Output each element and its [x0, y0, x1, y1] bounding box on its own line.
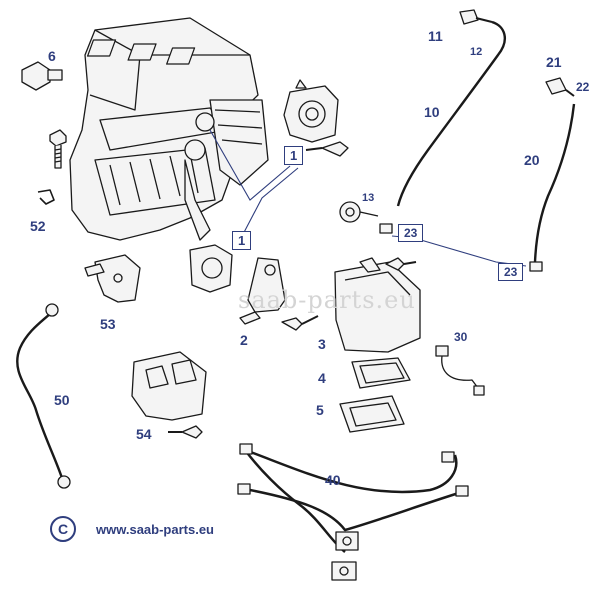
callout-10: 10: [424, 104, 440, 120]
callout-5: 5: [316, 402, 324, 418]
part-40: [237, 443, 469, 581]
watermark: saab-parts.eu: [238, 286, 416, 314]
part-2: [239, 257, 286, 325]
screw-3: [281, 315, 319, 331]
part-54: [131, 351, 207, 421]
copyright-icon: C: [50, 516, 76, 542]
screw-cover: [385, 257, 417, 271]
boxed-callout-23-left: 23: [398, 224, 424, 242]
callout-30: 30: [454, 330, 468, 344]
callout-2: 2: [240, 332, 248, 348]
part-50: [16, 303, 71, 489]
cover: [334, 257, 421, 353]
part-6: [21, 61, 63, 91]
actuator-upper: [283, 79, 339, 143]
part-5: [339, 395, 405, 433]
part-52: [37, 189, 55, 205]
part-23-left: [379, 223, 393, 234]
callout-11: 11: [428, 28, 443, 44]
heater-housing: [69, 17, 269, 241]
bolt-left: [49, 129, 67, 169]
callout-13: 13: [362, 192, 375, 204]
callout-21: 21: [546, 54, 562, 70]
callout-50: 50: [54, 392, 70, 408]
screw-54: [168, 425, 203, 439]
part-4: [351, 357, 411, 389]
callout-53: 53: [100, 316, 116, 332]
part-30: [435, 345, 485, 396]
callout-12: 12: [470, 46, 483, 58]
part-10: [396, 9, 506, 207]
actuator-middle: [189, 244, 233, 293]
website-link[interactable]: www.saab-parts.eu: [96, 522, 214, 537]
callout-54: 54: [136, 426, 152, 442]
callout-52: 52: [30, 218, 46, 234]
callout-6: 6: [48, 48, 56, 64]
boxed-callout-1-upper: 1: [284, 146, 304, 165]
part-53: [84, 254, 141, 303]
callout-40: 40: [325, 472, 341, 488]
screw-upper: [305, 141, 349, 157]
callout-20: 20: [524, 152, 540, 168]
part-13: [339, 201, 379, 223]
boxed-callout-23-right: 23: [498, 263, 524, 281]
callout-22: 22: [576, 80, 590, 94]
callout-4: 4: [318, 370, 326, 386]
boxed-callout-1-lower: 1: [232, 231, 252, 250]
part-20: [529, 77, 576, 272]
callout-3: 3: [318, 336, 326, 352]
